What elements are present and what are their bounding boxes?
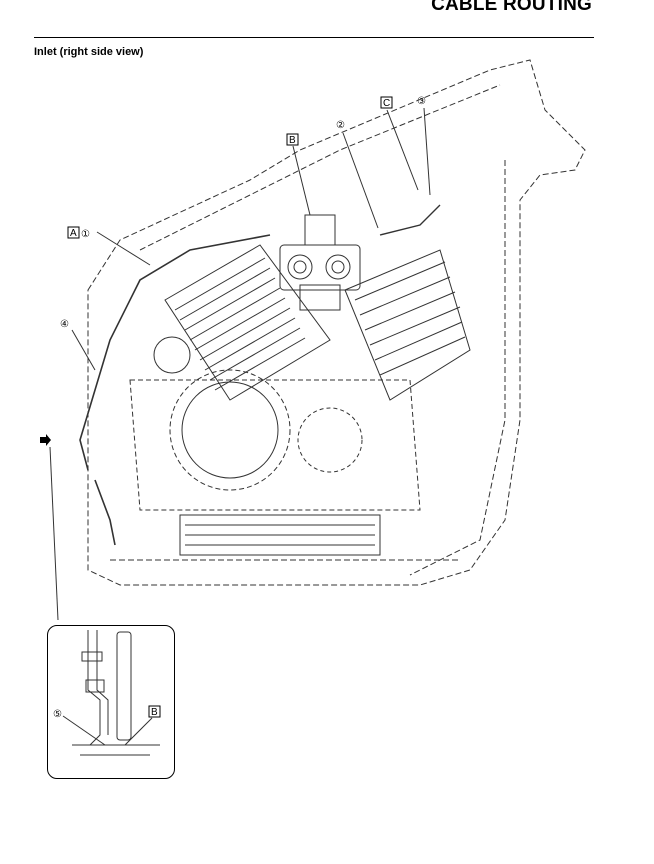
leader-2: [342, 132, 379, 229]
leader-B: [292, 145, 311, 216]
page-header-title: CABLE ROUTING: [431, 0, 592, 15]
leader-3: [423, 107, 431, 196]
frame-down-tube: [409, 160, 506, 576]
front-cylinder: [164, 244, 331, 401]
leader-4: [71, 329, 96, 371]
section-title: Inlet (right side view): [34, 46, 144, 58]
callout-5: ⑤: [53, 709, 62, 720]
rear-cylinder: [344, 249, 471, 401]
inset-callout-B: B: [151, 707, 158, 718]
callout-1: ①: [81, 229, 90, 240]
inset-detail: [62, 630, 160, 756]
header-divider: [34, 37, 594, 38]
inset-frame: [47, 625, 175, 779]
view-arrow-icon: [40, 434, 51, 446]
leader-A1: [96, 231, 151, 266]
crankcase: [129, 369, 421, 556]
throttle-body: [279, 214, 361, 311]
left-circle-cover: [153, 336, 191, 374]
callout-C: C: [383, 98, 390, 109]
callout-A: A: [70, 228, 77, 239]
frame-outline: [87, 59, 586, 586]
callout-3: ③: [417, 96, 426, 107]
frame-top-tube: [139, 84, 501, 251]
leader-C: [386, 109, 419, 191]
leader-inset: [49, 446, 59, 621]
callout-4: ④: [60, 319, 69, 330]
cable-route-2: [94, 479, 116, 546]
callout-B: B: [289, 135, 296, 146]
callout-2: ②: [336, 120, 345, 131]
cable-route: [79, 234, 271, 471]
